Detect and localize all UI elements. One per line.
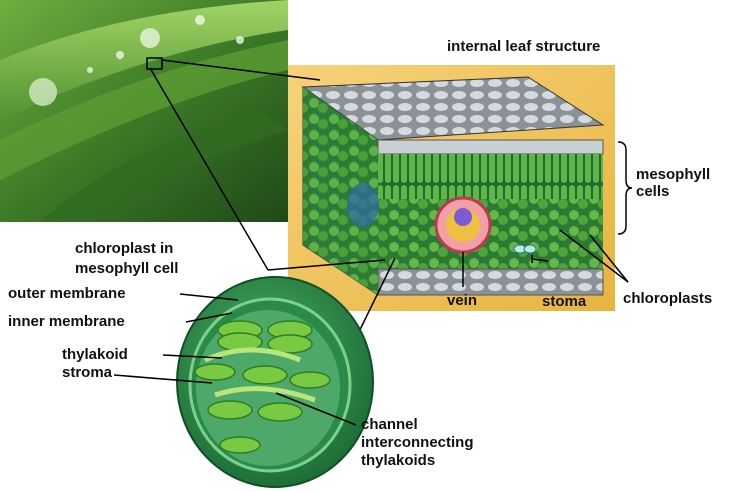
leaf-cross-section bbox=[288, 65, 615, 311]
chloroplast-heading: chloroplast in mesophyll cell bbox=[75, 240, 179, 277]
title-label: internal leaf structure bbox=[447, 38, 601, 55]
stroma-label: stroma bbox=[62, 364, 113, 381]
chloroplast-diagram bbox=[176, 276, 374, 488]
channel-label: channel interconnecting thylakoids bbox=[361, 416, 474, 469]
inner-membrane-label: inner membrane bbox=[8, 313, 125, 330]
outer-membrane-label: outer membrane bbox=[8, 285, 126, 302]
thylakoid-label: thylakoid bbox=[62, 346, 128, 363]
stoma-label: stoma bbox=[542, 293, 587, 310]
vein-label: vein bbox=[447, 292, 478, 309]
leaf-photo bbox=[0, 0, 288, 222]
chloroplasts-label: chloroplasts bbox=[623, 290, 713, 307]
mesophyll-label: mesophyll cells bbox=[636, 166, 711, 200]
